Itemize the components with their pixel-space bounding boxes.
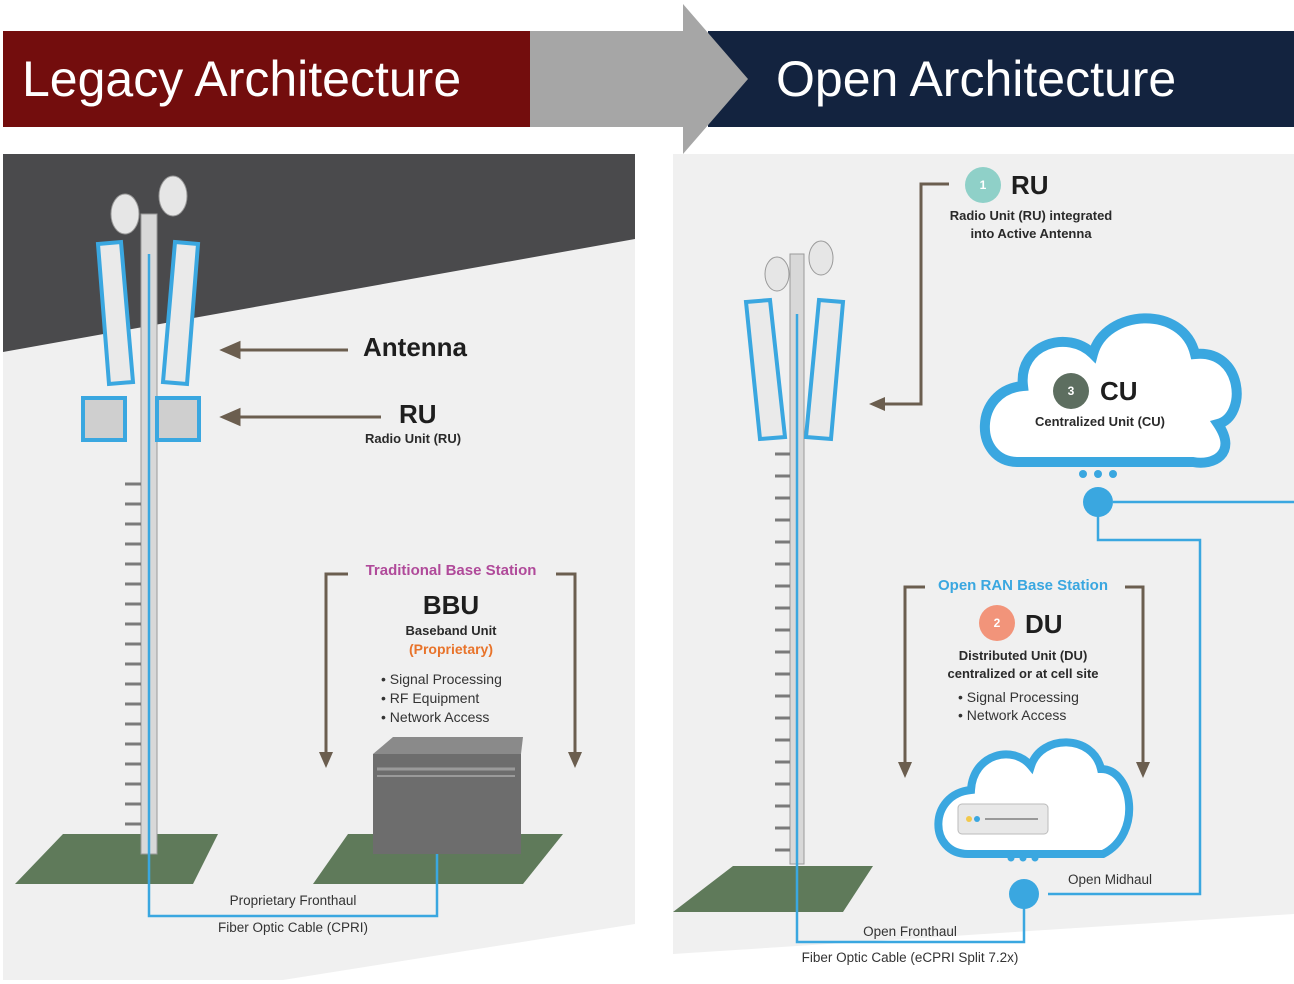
- station-title: Traditional Base Station: [365, 562, 537, 579]
- open-ru-sub-label: into Active Antenna: [970, 226, 1092, 241]
- bbu-label: BBU: [422, 590, 480, 620]
- transition-arrow-icon: [530, 4, 748, 154]
- ru-label: RU: [399, 399, 437, 429]
- bbu-bullet: • RF Equipment: [381, 690, 480, 706]
- bbu-bullet: • Network Access: [381, 709, 490, 725]
- bbu-sub-label: Baseband Unit: [405, 623, 497, 638]
- cu-sub-label: Centralized Unit (CU): [1035, 414, 1165, 429]
- open-fronthaul-label: Open Fronthaul: [863, 924, 957, 939]
- du-bullet: • Signal Processing: [958, 689, 1079, 705]
- cu-badge: 3: [1053, 373, 1089, 409]
- du-sub-label: centralized or at cell site: [947, 666, 1099, 681]
- du-bullet: • Network Access: [958, 707, 1067, 723]
- antenna-label: Antenna: [363, 332, 467, 362]
- bbu-note: (Proprietary): [408, 641, 494, 657]
- legacy-illustration: [3, 154, 635, 980]
- bbu-bullet: • Signal Processing: [381, 671, 502, 687]
- ru-badge: 1: [965, 167, 1001, 203]
- du-label: DU: [1025, 609, 1063, 639]
- cable-label: Fiber Optic Cable (CPRI): [217, 920, 369, 935]
- open-ru-label: RU: [1011, 170, 1049, 200]
- fronthaul-label: Proprietary Fronthaul: [229, 893, 357, 908]
- ru-sub-label: Radio Unit (RU): [365, 431, 462, 446]
- du-badge: 2: [979, 605, 1015, 641]
- legacy-banner: [3, 31, 530, 127]
- legacy-panel: Antenna RU Radio Unit (RU) Traditional B…: [3, 154, 635, 980]
- du-sub-label: Distributed Unit (DU): [958, 648, 1088, 663]
- open-station-title: Open RAN Base Station: [937, 577, 1109, 594]
- open-cable-label: Fiber Optic Cable (eCPRI Split 7.2x): [801, 950, 1019, 965]
- open-panel: 1 RU Radio Unit (RU) integrated into Act…: [673, 154, 1294, 984]
- open-ru-sub-label: Radio Unit (RU) integrated: [949, 208, 1113, 223]
- open-banner: [708, 31, 1294, 127]
- open-illustration: [673, 182, 1294, 984]
- cu-label: CU: [1100, 376, 1138, 406]
- midhaul-label: Open Midhaul: [1068, 872, 1153, 887]
- legacy-title: Legacy Architecture: [22, 51, 462, 107]
- open-title: Open Architecture: [776, 51, 1177, 107]
